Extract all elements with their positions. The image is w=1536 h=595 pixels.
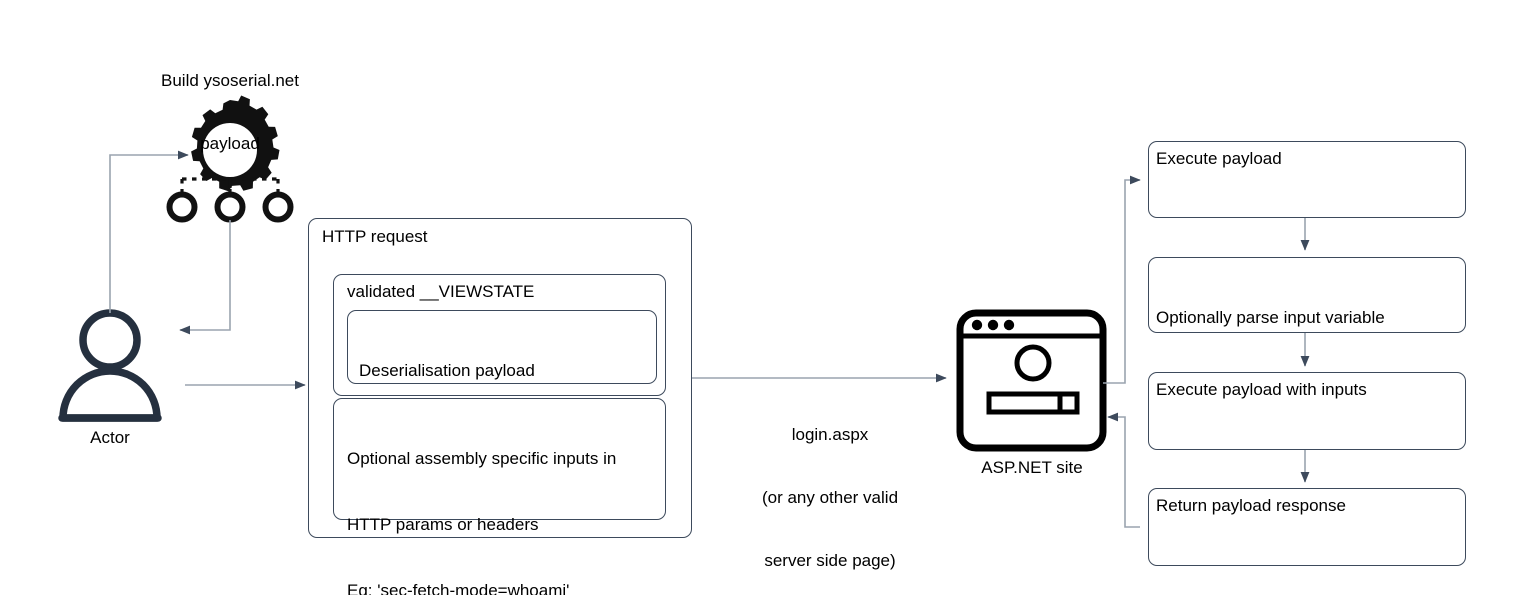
person-icon	[58, 309, 162, 422]
browser-window-icon	[956, 309, 1107, 452]
step-box-execute-payload-with-inputs	[1148, 372, 1466, 450]
gear-caption: Build ysoserial.net payload	[125, 28, 335, 196]
transport-line1: login.aspx	[791, 425, 869, 444]
gadget-circle-1	[166, 191, 198, 223]
gadget-circle-3	[262, 191, 294, 223]
viewstate-title: validated __VIEWSTATE	[347, 282, 535, 301]
server-label: ASP.NET site	[981, 458, 1083, 477]
transport-line3: server side page)	[764, 551, 896, 570]
step-label-execute-payload-with-inputs: Execute payload with inputs	[1156, 380, 1367, 399]
deserialisation-payload-line1: Deserialisation payload	[359, 361, 535, 380]
gadget-circle-2	[214, 191, 246, 223]
step-label-return-payload-response: Return payload response	[1156, 496, 1346, 515]
optional-inputs-line1: Optional assembly specific inputs in	[347, 449, 617, 468]
optional-inputs-box	[333, 398, 666, 520]
connector-gadget-to-actor	[179, 220, 231, 335]
transport-label: login.aspx (or any other valid server si…	[720, 382, 940, 595]
http-request-title: HTTP request	[322, 227, 428, 246]
actor-label: Actor	[90, 428, 130, 447]
step-box-execute-payload	[1148, 141, 1466, 218]
transport-line2: (or any other valid	[761, 488, 899, 507]
gear-caption-line1: Build ysoserial.net	[161, 71, 299, 90]
step-label-execute-payload: Execute payload	[1156, 149, 1282, 168]
gear-caption-line2: payload	[200, 134, 260, 153]
optional-inputs-line2: HTTP params or headers	[347, 515, 539, 534]
step-box-parse-input-variable	[1148, 257, 1466, 333]
optional-inputs-text: Optional assembly specific inputs in HTT…	[347, 404, 616, 595]
step-box-return-payload-response	[1148, 488, 1466, 566]
step-label-parse-input-line1: Optionally parse input variable	[1156, 308, 1385, 327]
optional-inputs-line3: Eg: 'sec-fetch-mode=whoami'	[347, 581, 570, 595]
deserialisation-payload-box	[347, 310, 657, 384]
connector-return-response-to-server	[1107, 412, 1140, 528]
connector-server-to-execute-payload	[1103, 175, 1141, 384]
